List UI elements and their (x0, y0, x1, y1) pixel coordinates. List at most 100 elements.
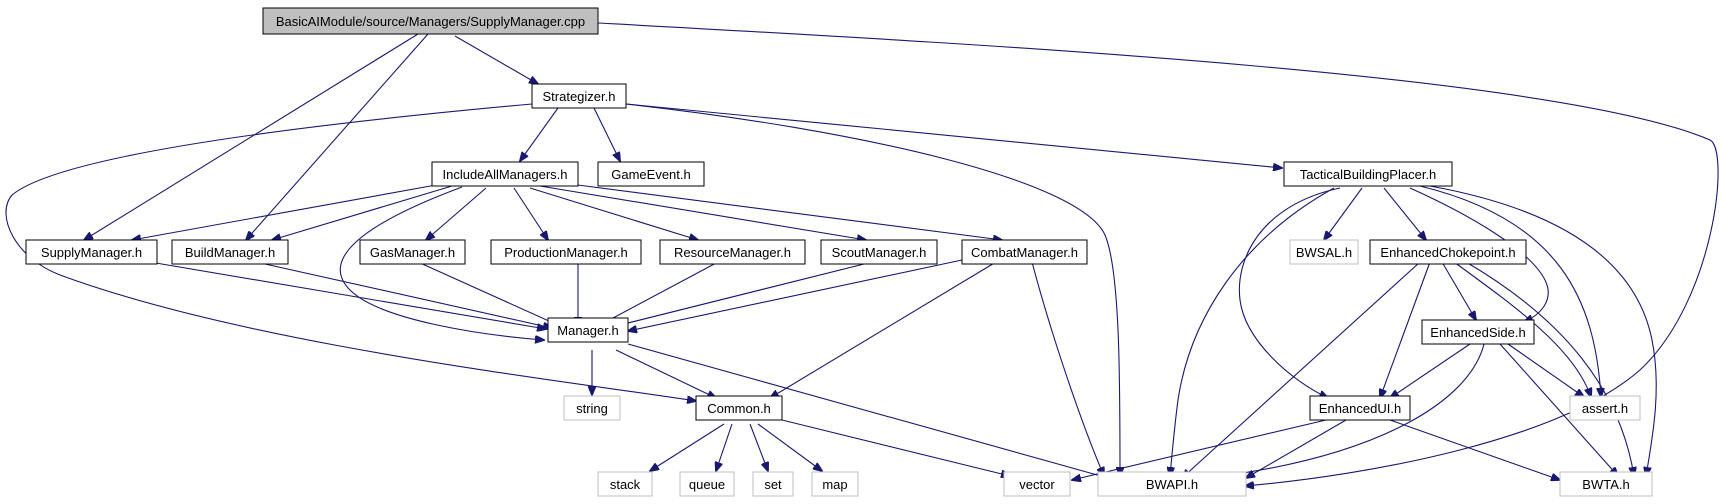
edge-root-supplymanager (84, 33, 419, 240)
edges (5, 22, 1719, 486)
edge-strategizer-tactical (625, 103, 1282, 168)
node-label: set (764, 477, 782, 492)
node-combat-manager[interactable]: CombatManager.h (961, 239, 1088, 265)
edge-includeall-buildmanager (272, 185, 453, 240)
node-strategizer[interactable]: Strategizer.h (531, 83, 627, 109)
node-map[interactable]: map (811, 471, 859, 497)
edge-enhchoke-bwapi (1182, 261, 1421, 478)
node-label: stack (610, 477, 641, 492)
node-bwapi[interactable]: BWAPI.h (1097, 471, 1247, 497)
node-tactical-building-placer[interactable]: TacticalBuildingPlacer.h (1283, 161, 1453, 187)
node-label: BWSAL.h (1296, 245, 1352, 260)
node-label: Common.h (707, 401, 771, 416)
nodes: BasicAIModule/source/Managers/SupplyMana… (25, 7, 1653, 497)
node-bwsal[interactable]: BWSAL.h (1289, 239, 1359, 265)
edge-root-strategizer (454, 35, 538, 84)
node-label: ResourceManager.h (674, 245, 791, 260)
edge-enhchoke-enhside (1441, 261, 1476, 320)
edge-gasmanager-manager (417, 261, 560, 326)
edge-combatmanager-bwapi (1031, 261, 1104, 476)
edge-tactical-enhchoke (1383, 187, 1426, 240)
node-label: GameEvent.h (611, 167, 691, 182)
edge-tactical-enhui (1238, 187, 1341, 398)
edge-enhui-bwapi (1246, 419, 1347, 478)
edge-enhchoke-bwta (1465, 261, 1634, 476)
edge-tactical-bwta (1429, 185, 1657, 476)
edge-common-vector (781, 419, 1010, 476)
edge-common-map (757, 423, 822, 471)
edge-combatmanager-manager (628, 259, 963, 331)
edge-enhui-vector (1072, 419, 1327, 480)
edge-enhui-bwta (1389, 419, 1560, 480)
node-label: vector (1019, 477, 1055, 492)
node-supply-manager[interactable]: SupplyManager.h (25, 239, 158, 265)
node-common[interactable]: Common.h (695, 395, 783, 421)
node-queue[interactable]: queue (679, 471, 735, 497)
node-set[interactable]: set (752, 471, 794, 497)
node-game-event[interactable]: GameEvent.h (597, 161, 705, 187)
node-label: EnhancedUI.h (1319, 401, 1401, 416)
edge-resourcemanager-manager (598, 261, 719, 326)
node-include-all-managers[interactable]: IncludeAllManagers.h (431, 161, 579, 187)
node-label: BasicAIModule/source/Managers/SupplyMana… (276, 14, 585, 29)
node-manager[interactable]: Manager.h (547, 317, 629, 343)
node-string[interactable]: string (563, 395, 621, 421)
node-root[interactable]: BasicAIModule/source/Managers/SupplyMana… (262, 7, 599, 35)
node-label: CombatManager.h (971, 245, 1078, 260)
node-label: GasManager.h (370, 245, 455, 260)
edge-manager-common (615, 349, 716, 398)
node-vector[interactable]: vector (1003, 471, 1071, 497)
node-assert[interactable]: assert.h (1569, 395, 1641, 421)
edge-includeall-manager (339, 186, 544, 340)
edge-enhside-enhui (1390, 343, 1471, 398)
edge-includeall-gasmanager (426, 187, 487, 240)
node-label: BWTA.h (1582, 477, 1629, 492)
node-label: EnhancedSide.h (1430, 325, 1525, 340)
edge-supplymanager-manager (149, 261, 546, 329)
node-label: TacticalBuildingPlacer.h (1300, 167, 1437, 182)
node-label: assert.h (1582, 401, 1628, 416)
node-label: queue (689, 477, 725, 492)
node-enhanced-side[interactable]: EnhancedSide.h (1421, 319, 1535, 345)
node-label: Manager.h (557, 323, 618, 338)
node-gas-manager[interactable]: GasManager.h (359, 239, 466, 265)
node-stack[interactable]: stack (597, 471, 653, 497)
edge-includeall-productionmanager (513, 187, 548, 240)
edge-enhside-bwta (1499, 343, 1618, 476)
edge-tactical-assert (1419, 185, 1601, 397)
edge-common-queue (716, 423, 733, 471)
node-label: BWAPI.h (1146, 477, 1198, 492)
node-label: IncludeAllManagers.h (442, 167, 567, 182)
edge-manager-bwapi (627, 343, 1108, 478)
edge-tactical-bwapi (1170, 187, 1335, 476)
edge-enhside-assert (1507, 343, 1584, 397)
edge-combatmanager-common (770, 261, 997, 398)
node-enhanced-ui[interactable]: EnhancedUI.h (1309, 395, 1411, 421)
node-label: BuildManager.h (185, 245, 275, 260)
edge-strategizer-includeall (520, 107, 559, 161)
node-label: EnhancedChokepoint.h (1380, 245, 1515, 260)
node-build-manager[interactable]: BuildManager.h (171, 239, 289, 265)
node-enhanced-chokepoint[interactable]: EnhancedChokepoint.h (1369, 239, 1527, 265)
edge-buildmanager-manager (255, 261, 552, 328)
edge-common-stack (650, 423, 725, 471)
node-label: string (576, 401, 608, 416)
node-resource-manager[interactable]: ResourceManager.h (659, 239, 806, 265)
edge-strategizer-common (5, 103, 696, 401)
edge-strategizer-bwapi (625, 103, 1120, 476)
node-bwta[interactable]: BWTA.h (1559, 471, 1653, 497)
edge-enhchoke-assert (1453, 261, 1591, 397)
edge-enhchoke-enhui (1380, 261, 1431, 398)
edge-root-bwapi (597, 22, 1719, 486)
edge-tactical-enhside (1409, 187, 1549, 322)
edge-includeall-scoutmanager (539, 185, 866, 240)
node-label: SupplyManager.h (41, 245, 142, 260)
edge-includeall-supplymanager (132, 184, 437, 240)
node-label: ProductionManager.h (504, 245, 628, 260)
edge-includeall-combatmanager (569, 183, 1002, 240)
node-scout-manager[interactable]: ScoutManager.h (820, 239, 938, 265)
edge-common-set (749, 423, 768, 471)
node-production-manager[interactable]: ProductionManager.h (490, 239, 642, 265)
node-label: Strategizer.h (543, 89, 616, 104)
